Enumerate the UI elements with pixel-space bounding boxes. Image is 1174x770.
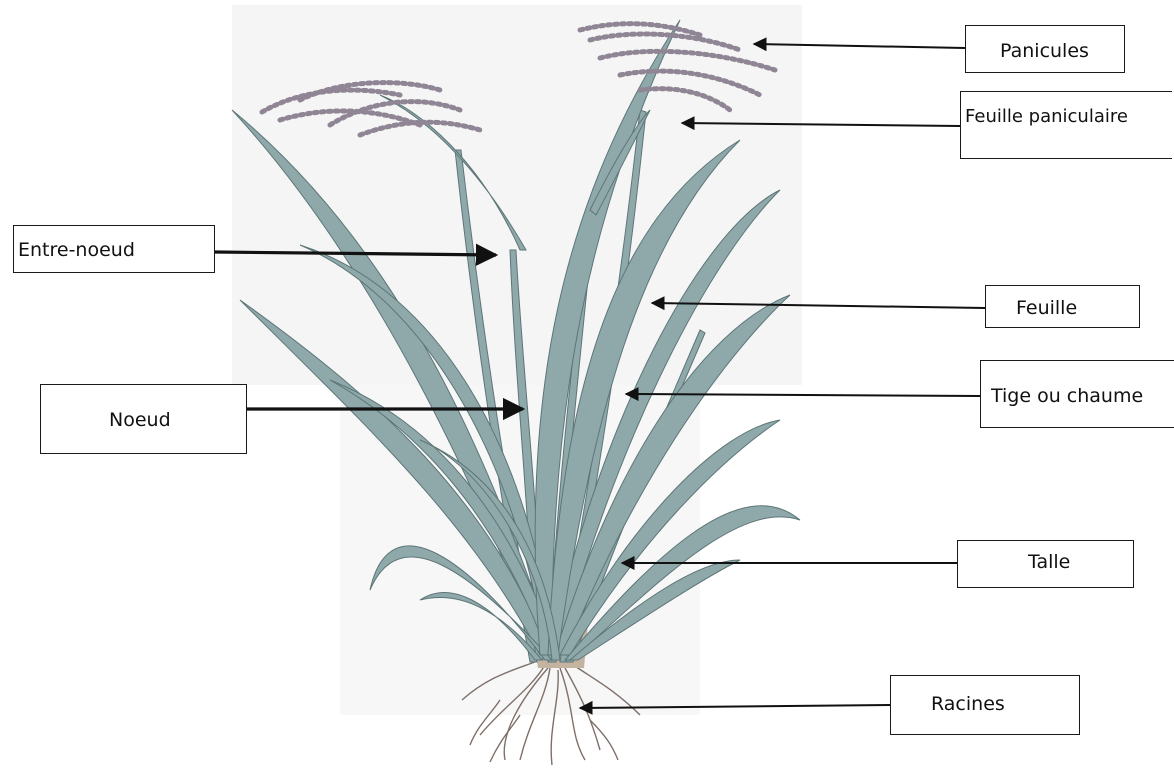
label-racines: Racines <box>890 675 1080 735</box>
label-talle-text: Talle <box>1028 551 1070 573</box>
label-tige: Tige ou chaume <box>980 360 1174 428</box>
label-feuille-paniculaire: Feuille paniculaire <box>960 91 1172 159</box>
label-entre-noeud-text: Entre-noeud <box>18 239 135 261</box>
label-panicules-text: Panicules <box>1000 40 1089 62</box>
label-feuille-text: Feuille <box>1016 297 1077 319</box>
label-tige-text: Tige ou chaume <box>991 385 1143 407</box>
label-noeud: Noeud <box>40 384 247 454</box>
label-panicules: Panicules <box>965 25 1125 73</box>
label-entre-noeud: Entre-noeud <box>13 225 215 273</box>
label-noeud-text: Noeud <box>109 409 171 431</box>
label-feuille-paniculaire-text: Feuille paniculaire <box>965 106 1128 127</box>
label-racines-text: Racines <box>931 693 1005 715</box>
label-feuille: Feuille <box>985 285 1140 328</box>
label-talle: Talle <box>957 540 1134 588</box>
